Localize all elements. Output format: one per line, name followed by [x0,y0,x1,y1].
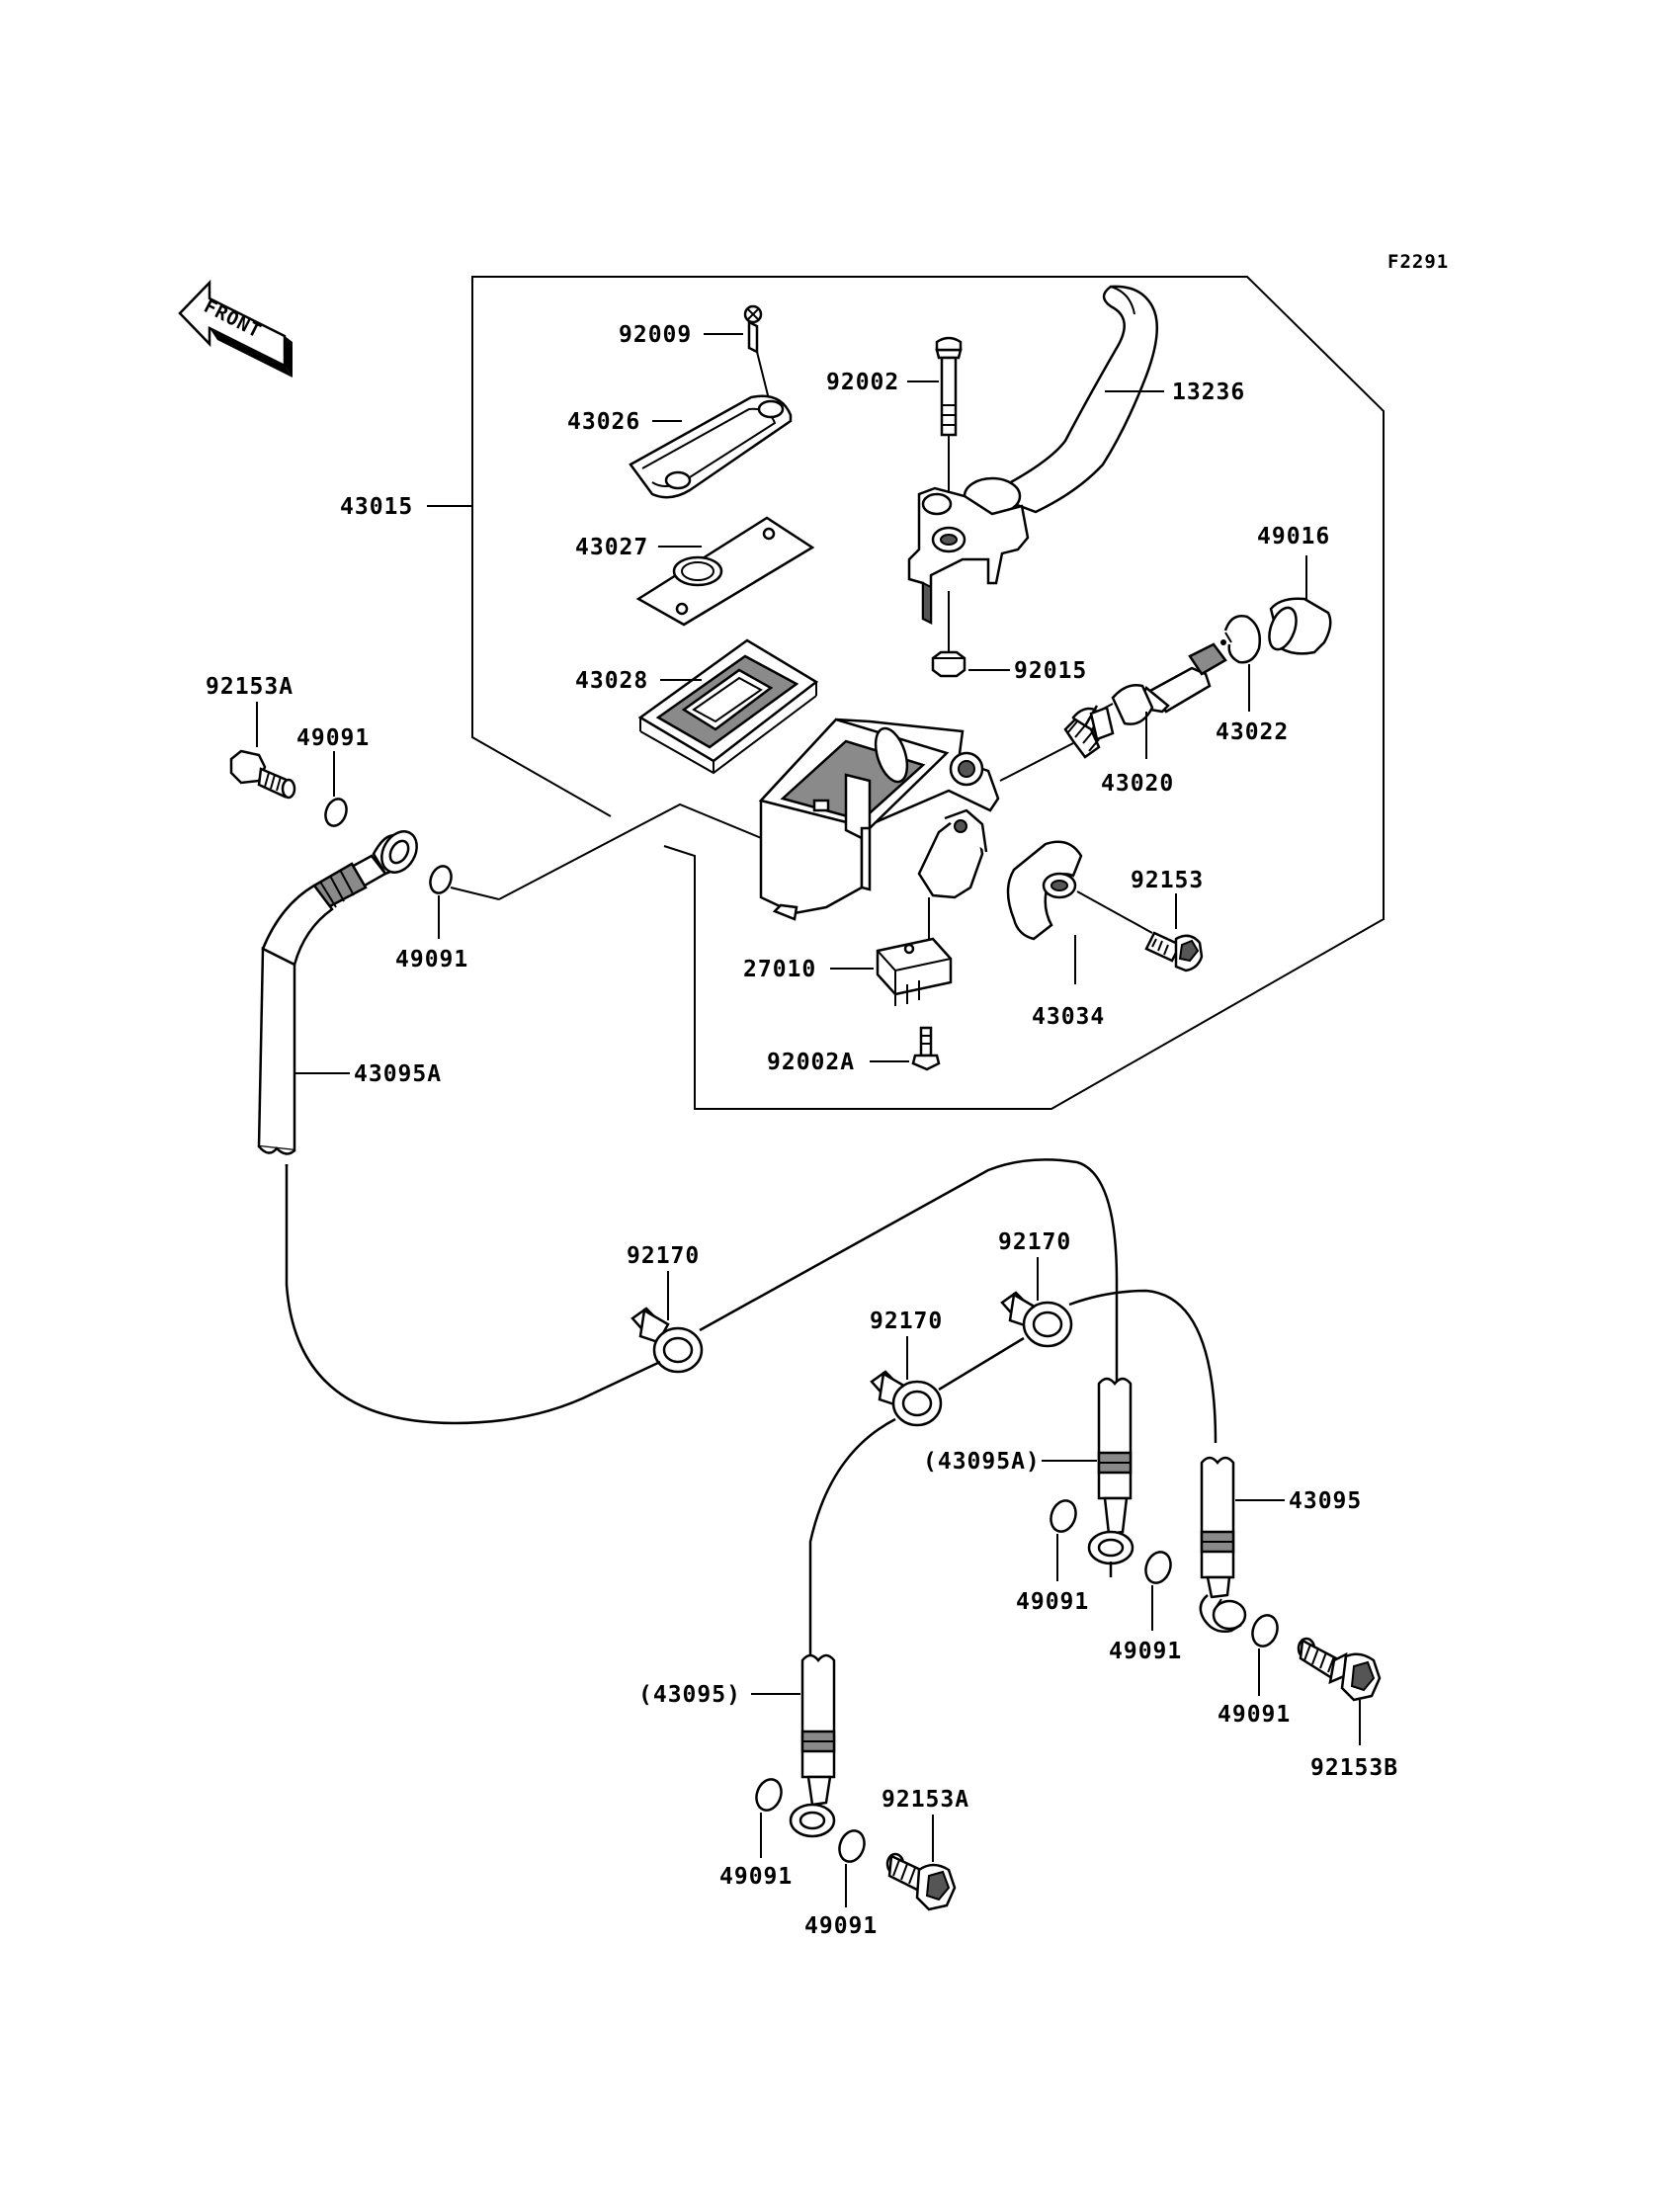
hose-clamp-92170-b [1000,1291,1073,1348]
banjo-bolt-92153A-top [229,749,296,800]
brake-hose-43095A [257,830,418,1155]
piston-assembly-43020 [1063,642,1227,759]
callout-92153A-bottom: 92153A [882,1787,969,1813]
callout-92015: 92015 [1014,658,1087,684]
brake-hose-43095 [1199,1456,1247,1633]
callout-43028: 43028 [575,668,648,694]
callout-13236: 13236 [1172,380,1245,405]
callout-49091-f: 49091 [719,1864,793,1890]
callout-43026: 43026 [567,409,640,435]
bolt-92153 [1144,931,1204,972]
hose-left-down [808,1417,896,1656]
master-cylinder-body [758,718,1000,921]
callout-43015: 43015 [340,494,413,520]
callout-92009: 92009 [619,322,692,348]
front-direction-arrow: FRONT [178,279,293,378]
hose-fitting-43095-paren [789,1653,836,1838]
circlip-43022 [1220,615,1261,664]
pivot-bolt-92002 [935,336,963,437]
screw-92002A [911,1026,941,1071]
callout-43095A: 43095A [354,1061,442,1087]
lever-clamp-43034 [1006,840,1083,941]
callout-43095: 43095 [1289,1488,1362,1514]
callout-92153A-top: 92153A [206,674,294,700]
diaphragm-43028 [637,638,819,775]
callout-49091-c: 49091 [1016,1589,1089,1615]
callout-49091-b: 49091 [395,947,468,972]
hose-right-loop [1068,1289,1218,1444]
callout-27010: 27010 [743,957,816,982]
brake-lever-13236 [907,285,1158,626]
callout-49091-e: 49091 [1218,1702,1291,1728]
callout-92170-a: 92170 [627,1243,700,1269]
callout-92170-c: 92170 [870,1309,943,1334]
hose-clamp-92170-a [630,1307,704,1374]
callout-92002A: 92002A [767,1050,855,1075]
callout-43095A-paren: (43095A) [923,1449,1041,1475]
washer-49091-f [755,1778,783,1812]
callout-92170-b: 92170 [998,1229,1071,1255]
nut-92015 [931,650,966,678]
callout-43022: 43022 [1216,719,1289,745]
reservoir-cap-43026 [629,394,793,499]
hose-clamp-92170-c [870,1370,943,1427]
hose-fitting-43095A-paren [1087,1377,1134,1577]
callout-92002: 92002 [826,370,899,395]
dust-boot-49016 [1268,597,1332,655]
washer-49091-c [1050,1499,1077,1533]
diaphragm-plate-43027 [635,516,815,627]
callout-49091-a: 49091 [296,725,370,751]
callout-49091-g: 49091 [804,1913,878,1939]
banjo-bolt-92153A-bottom [885,1852,957,1911]
washer-49091-g [838,1829,866,1863]
hose-run-left [285,1164,594,1425]
screw-92009 [743,304,763,355]
washer-49091-a [324,798,348,827]
figure-code: F2291 [1387,251,1449,273]
callout-49091-d: 49091 [1109,1639,1182,1664]
washer-49091-e [1251,1614,1279,1648]
callout-43034: 43034 [1032,1004,1105,1030]
hose-arc-top [699,1158,1119,1332]
outline-upper-link [498,803,772,900]
callout-43027: 43027 [575,535,648,560]
callout-43020: 43020 [1101,771,1174,797]
brake-switch-27010 [876,937,953,1006]
callout-92153: 92153 [1131,868,1204,893]
banjo-bolt-92153B [1297,1637,1382,1702]
callout-92153B: 92153B [1310,1755,1398,1781]
washer-49091-d [1144,1551,1172,1584]
washer-49091-b [429,865,453,894]
callout-49016: 49016 [1257,524,1330,549]
callout-43095-paren: (43095) [638,1682,741,1708]
